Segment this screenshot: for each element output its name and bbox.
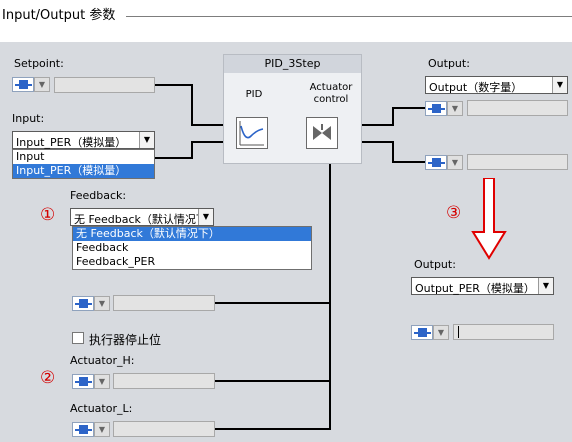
wire-setpoint-in [191, 124, 235, 126]
wire-actuator-l [215, 428, 330, 430]
wire-feedback [215, 302, 330, 304]
pid-3step-block: PID_3Step PID Actuator control [223, 54, 362, 164]
pid-block-title: PID_3Step [224, 55, 361, 73]
feedback-label: Feedback: [70, 189, 127, 202]
chevron-down-icon[interactable]: ▼ [538, 278, 553, 294]
input-option-input-per[interactable]: Input_PER（模拟量） [13, 164, 154, 178]
setpoint-label: Setpoint: [14, 57, 64, 70]
plug-icon [12, 77, 34, 92]
wire-out-2a [338, 141, 393, 143]
input-label: Input: [12, 112, 45, 125]
plug-icon [425, 101, 447, 116]
setpoint-connector[interactable]: ▼ [12, 77, 50, 92]
wire-input-h [155, 157, 192, 159]
title-divider [126, 16, 572, 17]
chevron-down-icon[interactable]: ▼ [94, 296, 110, 311]
annotation-3: ③ [446, 203, 462, 223]
actuator-l-connector[interactable]: ▼ [72, 422, 110, 437]
chevron-down-icon[interactable]: ▼ [198, 209, 213, 225]
chevron-down-icon[interactable]: ▼ [139, 132, 154, 148]
actuator-stop-checkbox[interactable] [72, 332, 84, 344]
feedback-field[interactable] [113, 295, 215, 311]
output-bottom-select[interactable]: Output_PER（模拟量） ▼ [411, 277, 554, 295]
setpoint-field[interactable] [54, 77, 155, 93]
wire-setpoint-h [155, 84, 192, 86]
actuator-l-field[interactable] [113, 421, 215, 437]
plug-icon [72, 374, 94, 389]
actuator-h-field[interactable] [113, 373, 215, 389]
output-bottom-connector[interactable]: ▼ [411, 325, 449, 340]
actuator-label-1: Actuator [309, 82, 353, 93]
actuator-l-label: Actuator_L: [70, 402, 133, 415]
input-option-input[interactable]: Input [16, 150, 45, 163]
chevron-down-icon[interactable]: ▼ [94, 422, 110, 437]
plug-icon [72, 296, 94, 311]
plug-icon [425, 155, 447, 170]
text-caret [458, 326, 459, 338]
output-top-field-2[interactable] [467, 154, 568, 170]
chevron-down-icon[interactable]: ▼ [94, 374, 110, 389]
output-top-connector-2[interactable]: ▼ [425, 155, 463, 170]
annotation-1: ① [40, 205, 56, 225]
pid-curve-icon[interactable] [236, 117, 268, 149]
feedback-option-feedback[interactable]: Feedback [76, 241, 129, 254]
chevron-down-icon[interactable]: ▼ [433, 325, 449, 340]
wire-setpoint-v [191, 84, 193, 126]
arrow-down-icon [471, 178, 507, 260]
plug-icon [72, 422, 94, 437]
chevron-down-icon[interactable]: ▼ [34, 77, 50, 92]
chevron-down-icon[interactable]: ▼ [447, 155, 463, 170]
wire-out-1b [392, 107, 394, 126]
feedback-connector[interactable]: ▼ [72, 296, 110, 311]
actuator-h-label: Actuator_H: [70, 354, 135, 367]
input-select[interactable]: Input_PER（模拟量） ▼ [12, 131, 155, 149]
wire-out-1a [338, 124, 393, 126]
output-top-field-1[interactable] [467, 100, 568, 116]
pid-label: PID [245, 89, 263, 100]
actuator-label-2: control [313, 94, 349, 105]
feedback-dropdown-list: 无 Feedback（默认情况下） Feedback Feedback_PER [72, 226, 312, 270]
feedback-selected-value: 无 Feedback（默认情况下） [74, 213, 214, 226]
wire-out-2b [392, 141, 394, 163]
wire-actuator-h [215, 380, 330, 382]
input-dropdown-list: Input Input_PER（模拟量） [12, 149, 155, 179]
output-top-connector-1[interactable]: ▼ [425, 101, 463, 116]
chevron-down-icon[interactable]: ▼ [552, 77, 567, 93]
actuator-valve-icon[interactable] [306, 117, 338, 149]
output-bottom-selected-value: Output_PER（模拟量） [415, 282, 535, 295]
input-selected-value: Input_PER（模拟量） [16, 136, 127, 149]
wire-input-v [191, 141, 193, 159]
wire-out-2c [392, 161, 426, 163]
output-bottom-field[interactable] [453, 324, 554, 340]
output-top-selected-value: Output（数字量） [429, 81, 523, 94]
wire-feedback-bus [329, 157, 331, 430]
annotation-2: ② [40, 368, 56, 388]
wire-out-1c [392, 107, 426, 109]
chevron-down-icon[interactable]: ▼ [447, 101, 463, 116]
section-title: Input/Output 参数 [2, 8, 116, 23]
output-bottom-label: Output: [414, 258, 456, 271]
wire-input-in [191, 141, 235, 143]
output-top-select[interactable]: Output（数字量） ▼ [425, 76, 568, 94]
feedback-option-feedback-per[interactable]: Feedback_PER [76, 255, 156, 268]
actuator-stop-label: 执行器停止位 [89, 333, 162, 347]
feedback-option-none[interactable]: 无 Feedback（默认情况下） [73, 227, 311, 241]
feedback-select[interactable]: 无 Feedback（默认情况下） ▼ [70, 208, 214, 226]
actuator-h-connector[interactable]: ▼ [72, 374, 110, 389]
output-top-label: Output: [428, 57, 470, 70]
plug-icon [411, 325, 433, 340]
